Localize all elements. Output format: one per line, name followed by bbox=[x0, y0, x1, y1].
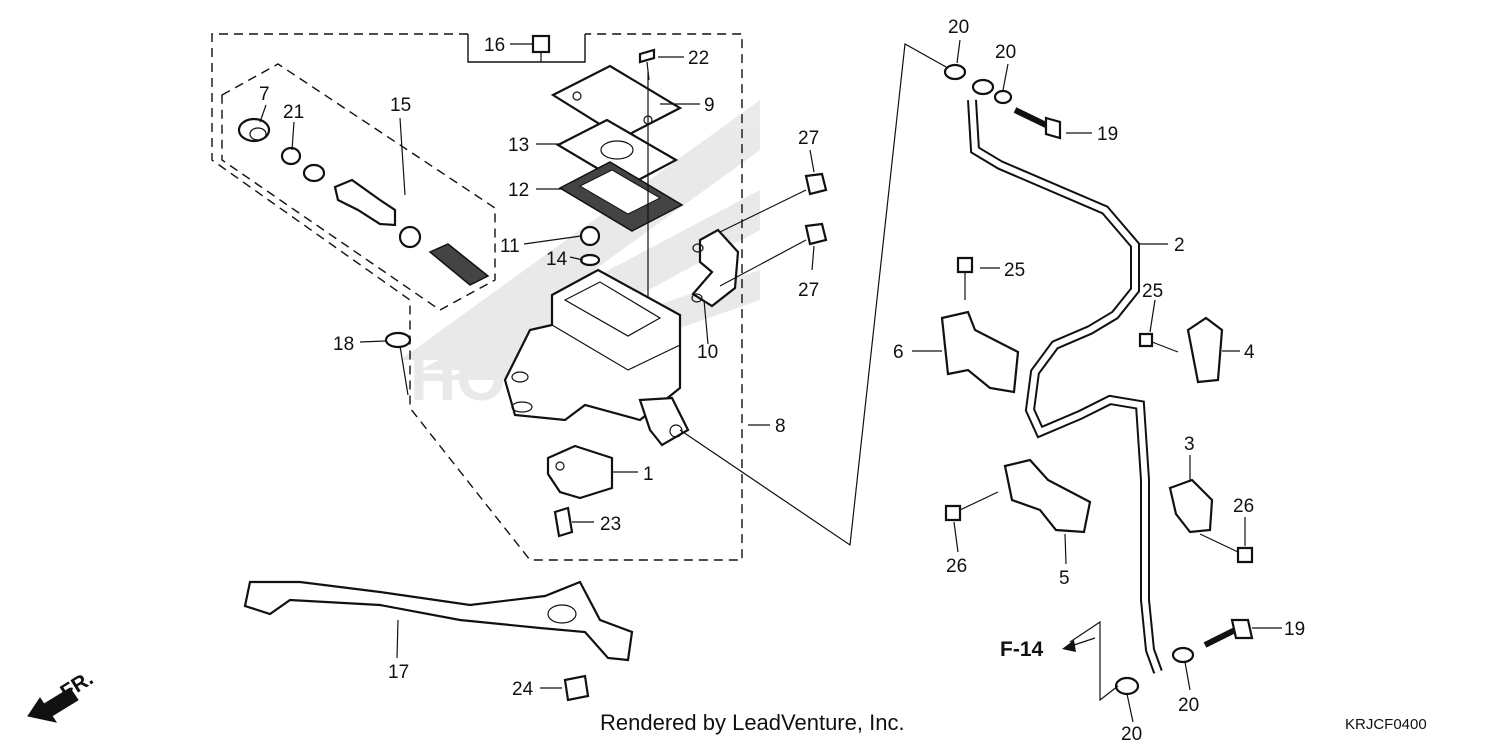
hose-guide-6 bbox=[940, 310, 1020, 394]
callout-26-right: 26 bbox=[1233, 496, 1254, 517]
clamp-holder bbox=[691, 228, 740, 308]
cap-bracket-frame bbox=[467, 34, 586, 63]
callout-14: 14 bbox=[546, 249, 568, 270]
switch-screw bbox=[553, 506, 574, 538]
callout-19-bottom: 19 bbox=[1284, 619, 1305, 640]
callout-13: 13 bbox=[508, 135, 529, 156]
f14-reference-arrow bbox=[1062, 637, 1096, 652]
cap-fastener-top bbox=[531, 34, 551, 62]
callout-6: 6 bbox=[893, 342, 904, 363]
callout-17: 17 bbox=[388, 662, 409, 683]
callout-20-bottom-a: 20 bbox=[1178, 695, 1199, 716]
callout-22: 22 bbox=[688, 48, 709, 69]
callout-20-bottom-b: 20 bbox=[1121, 724, 1142, 745]
callout-18: 18 bbox=[333, 334, 354, 355]
callout-10: 10 bbox=[697, 342, 718, 363]
callout-11: 11 bbox=[500, 236, 520, 257]
clamp-bolts bbox=[719, 172, 828, 287]
front-direction-arrow-icon bbox=[27, 687, 79, 723]
callout-25-left: 25 bbox=[1004, 260, 1025, 281]
callout-25-right: 25 bbox=[1142, 281, 1163, 302]
callout-20-top-b: 20 bbox=[995, 42, 1016, 63]
callout-labels: 16 22 7 21 15 9 13 12 27 11 14 27 18 10 … bbox=[259, 17, 1305, 745]
callout-27-bottom: 27 bbox=[798, 280, 819, 301]
callout-24: 24 bbox=[512, 679, 534, 700]
callout-2: 2 bbox=[1174, 235, 1185, 256]
callout-23: 23 bbox=[600, 514, 621, 535]
brake-hose bbox=[967, 99, 1163, 674]
guide-bolts bbox=[944, 256, 1254, 564]
callout-8: 8 bbox=[775, 416, 786, 437]
reference-f14-label: F-14 bbox=[1000, 638, 1044, 661]
cap-screw bbox=[638, 48, 656, 81]
callout-26-left: 26 bbox=[946, 556, 967, 577]
callout-7: 7 bbox=[259, 84, 270, 105]
lever-pivot-nut bbox=[563, 674, 590, 702]
callout-19-top: 19 bbox=[1097, 124, 1118, 145]
master-cylinder-dashed-frame bbox=[211, 33, 743, 561]
hose-guide-4 bbox=[1186, 316, 1224, 384]
piston-kit-frame bbox=[221, 63, 496, 311]
callout-12: 12 bbox=[508, 180, 529, 201]
callout-5: 5 bbox=[1059, 568, 1070, 589]
hose-guide-5 bbox=[1003, 458, 1092, 534]
brake-light-switch bbox=[546, 444, 614, 500]
float-parts bbox=[579, 225, 601, 267]
callout-20-top-a: 20 bbox=[948, 17, 969, 38]
callout-4: 4 bbox=[1244, 342, 1255, 363]
master-cylinder-body bbox=[503, 268, 690, 447]
callout-9: 9 bbox=[704, 95, 715, 116]
pivot-screw bbox=[384, 331, 412, 396]
callout-21: 21 bbox=[283, 102, 304, 123]
leader-lines bbox=[259, 39, 1282, 723]
hose-washers bbox=[943, 63, 1195, 696]
brake-lever bbox=[243, 580, 634, 662]
footer-credit: Rendered by LeadVenture, Inc. bbox=[600, 710, 905, 735]
callout-1: 1 bbox=[643, 464, 654, 485]
diaphragm bbox=[558, 161, 684, 232]
callout-3: 3 bbox=[1184, 434, 1195, 455]
hose-guide-3 bbox=[1168, 478, 1214, 534]
callout-16: 16 bbox=[484, 35, 505, 56]
piston-kit-parts bbox=[237, 117, 490, 286]
diagram-code: KRJCF0400 bbox=[1345, 716, 1427, 733]
banjo-bolts bbox=[1013, 107, 1254, 648]
callout-27-top: 27 bbox=[798, 128, 819, 149]
callout-15: 15 bbox=[390, 95, 411, 116]
